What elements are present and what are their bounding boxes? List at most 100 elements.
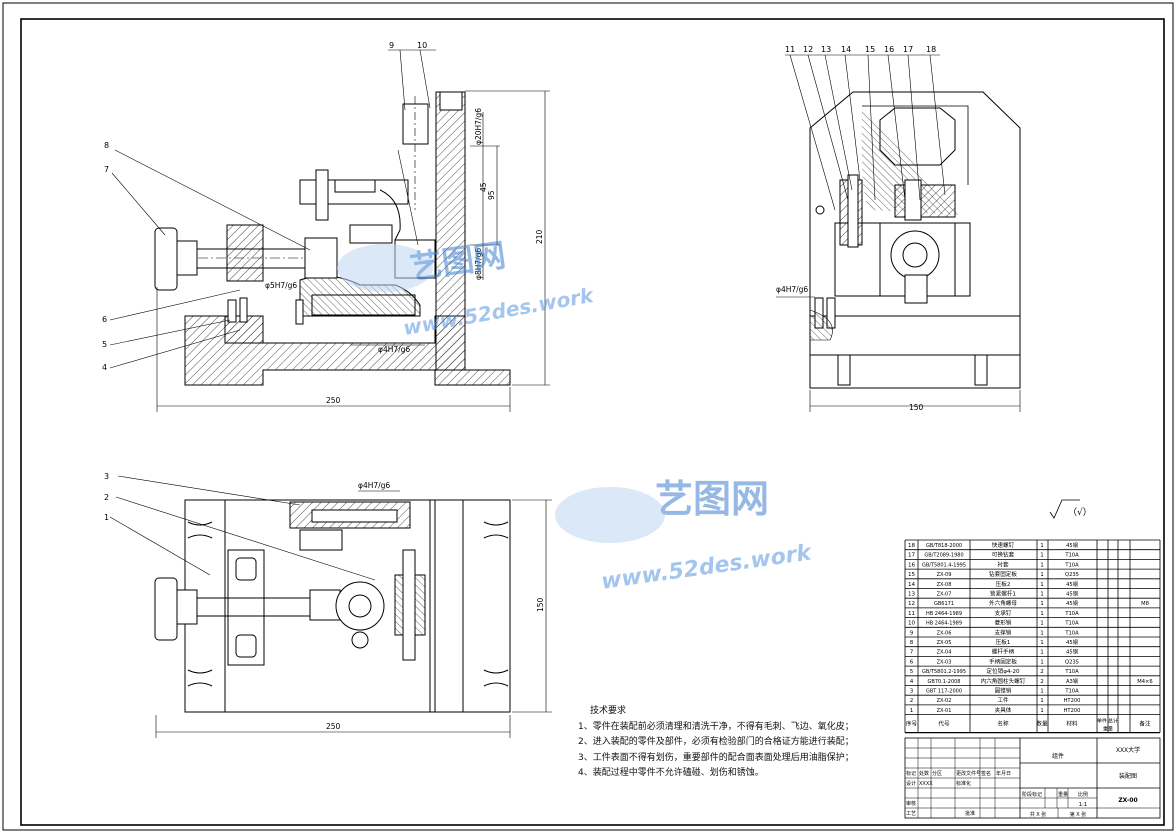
balloon-14: 14 — [841, 45, 851, 54]
front-dim-95: 95 — [487, 190, 496, 200]
bom-row-qty: 1 — [1040, 572, 1044, 578]
tb-designer: XXXX — [919, 781, 933, 787]
bom-row-name: 压板1 — [996, 638, 1011, 646]
bom-row-material: Q235 — [1065, 572, 1079, 578]
bom-row-qty: 1 — [1040, 689, 1044, 695]
bom-row-no: 15 — [908, 572, 916, 578]
tb-label-std: 标准化 — [956, 780, 971, 787]
tb-label-signature: 签名 — [981, 770, 991, 777]
bom-row-material: 45钢 — [1066, 541, 1078, 549]
bom-row-code: ZX-02 — [937, 698, 952, 704]
bom-row-no: 12 — [908, 601, 915, 607]
bom-row-code: ZX-04 — [937, 650, 952, 656]
bom-row-name: 支承钉 — [995, 609, 1012, 617]
bom-row-name: 压板2 — [996, 580, 1011, 588]
top-height-dim: 150 — [536, 597, 545, 612]
bom-row-code: ZX-09 — [937, 572, 952, 578]
bom-row-qty: 1 — [1040, 650, 1044, 656]
balloon-8: 8 — [104, 141, 109, 150]
bom-row-material: T10A — [1064, 562, 1079, 568]
top-width-dim: 250 — [326, 722, 341, 731]
bom-row-name: 锁紧螺杆1 — [990, 590, 1016, 598]
bom-row-no: 9 — [910, 630, 914, 636]
title-block — [904, 737, 1161, 819]
bom-row-qty: 1 — [1040, 601, 1044, 607]
bom-row-qty: 2 — [1040, 669, 1044, 675]
bom-row-qty: 1 — [1040, 543, 1044, 549]
bom-row-code: ZX-07 — [937, 592, 952, 598]
tb-label-change: 更改文件号 — [956, 770, 981, 777]
bom-row-material: 45钢 — [1066, 580, 1078, 588]
tb-label-process: 工艺 — [906, 811, 916, 817]
balloon-15: 15 — [865, 45, 875, 54]
balloon-5: 5 — [102, 340, 107, 349]
note-item: 2、进入装配的零件及部件，必须有检验部门的合格证方能进行装配； — [578, 737, 854, 747]
bom-row-name: 圆锥销 — [995, 687, 1012, 695]
balloon-16: 16 — [884, 45, 894, 54]
bom-header-weight: 重量 — [1103, 726, 1113, 733]
tb-label-weight: 重量 — [1058, 791, 1068, 798]
front-fit-b: φ5H7/g6 — [265, 281, 297, 290]
bom-row-material: 45钢 — [1066, 648, 1078, 656]
bom-row-no: 4 — [910, 679, 914, 685]
balloon-4: 4 — [102, 363, 107, 372]
front-fit-c: φ4H7/g6 — [378, 345, 410, 354]
watermark-url-2: www.52des.work — [401, 283, 596, 340]
tb-label-zone: 分区 — [932, 770, 942, 777]
side-width-dim: 150 — [909, 403, 924, 412]
bom-row-no: 6 — [910, 659, 914, 665]
bom-row-no: 3 — [910, 689, 914, 695]
front-height-dim: 210 — [535, 229, 544, 244]
bom-row-code: GB/T818-2000 — [926, 543, 962, 549]
bom-row-material: A3钢 — [1066, 677, 1078, 685]
front-dim-45: 45 — [479, 182, 488, 192]
tb-sheets: 共 X 张 — [1030, 811, 1047, 818]
bom-row-no: 18 — [908, 543, 916, 549]
bom-row-qty: 2 — [1040, 679, 1044, 685]
tb-label-mark: 标记 — [906, 770, 916, 777]
bom-row-name: 衬套 — [997, 560, 1009, 568]
watermark-cn-2: 艺图网 — [408, 236, 508, 287]
bom-header-remark: 备注 — [1139, 720, 1151, 728]
bom-header-no: 序号 — [906, 720, 918, 728]
bom-row-qty: 1 — [1040, 582, 1044, 588]
tb-label-ratio: 比例 — [1078, 791, 1088, 798]
watermark: 艺图网 www.52des.work 艺图网 www.52des.work — [337, 236, 814, 595]
bom-row-no: 17 — [908, 553, 916, 559]
tb-scale: 1:1 — [1079, 802, 1088, 808]
bom-row-qty: 1 — [1040, 553, 1044, 559]
bom-row-material: 45钢 — [1066, 599, 1078, 607]
bom-row-no: 14 — [908, 582, 916, 588]
bom-row-qty: 1 — [1040, 562, 1044, 568]
bom-row-code: GB/T5801.4-1995 — [922, 562, 966, 568]
bom-row-material: T10A — [1064, 669, 1079, 675]
bom-row-material: HT200 — [1064, 698, 1081, 704]
bom-row-code: ZX-01 — [937, 708, 952, 714]
note-item: 1、零件在装配前必须清理和清洗干净，不得有毛刺、飞边、氧化皮； — [578, 721, 854, 732]
bom-row-material: T10A — [1064, 611, 1079, 617]
bom-row-remark: M4×6 — [1137, 679, 1152, 685]
bom-row-name: 菱形销 — [995, 619, 1012, 627]
bom-header-unit: 单件 — [1097, 718, 1107, 725]
balloon-17: 17 — [903, 45, 913, 54]
tb-label-stage: 阶段标记 — [1022, 791, 1042, 798]
balloon-2: 2 — [104, 493, 109, 502]
bom-row-code: GB/T2089-1980 — [924, 553, 963, 559]
balloon-7: 7 — [104, 165, 109, 174]
top-fit: φ4H7/g6 — [358, 481, 390, 490]
tb-label-count: 处数 — [919, 770, 929, 777]
bom-row-qty: 1 — [1040, 611, 1044, 617]
balloon-9: 9 — [389, 41, 394, 50]
technical-notes: 技术要求 1、零件在装配前必须清理和清洗干净，不得有毛刺、飞边、氧化皮； 2、进… — [578, 704, 854, 782]
bom-row-material: T10A — [1064, 621, 1079, 627]
watermark-url: www.52des.work — [600, 540, 814, 594]
bom-row-qty: 1 — [1040, 698, 1044, 704]
bom-row-material: 45钢 — [1066, 638, 1078, 646]
tb-label-date: 年月日 — [996, 770, 1011, 777]
balloon-10: 10 — [417, 41, 427, 50]
notes-title: 技术要求 — [590, 706, 627, 716]
bom-row-no: 2 — [910, 698, 914, 704]
bom-row-no: 16 — [908, 562, 916, 568]
